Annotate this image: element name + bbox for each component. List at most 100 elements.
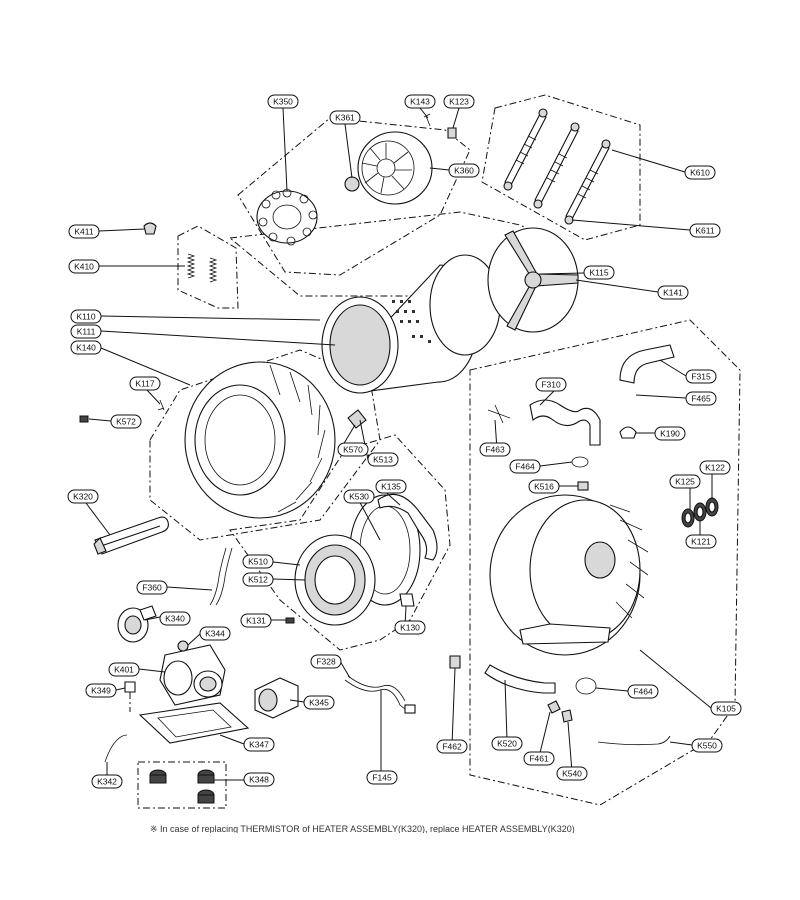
label-k540: K540: [556, 766, 588, 781]
label-k411: K411: [68, 224, 100, 239]
svg-text:K610: K610: [690, 168, 710, 178]
svg-text:K516: K516: [534, 482, 554, 492]
label-k111: K111: [70, 324, 102, 339]
label-k121: K121: [685, 534, 717, 549]
label-k347: K347: [243, 737, 275, 752]
svg-text:K141: K141: [663, 288, 683, 298]
label-k513: K513: [367, 452, 399, 467]
label-k141: K141: [657, 285, 689, 300]
label-k125: K125: [669, 474, 701, 489]
label-k611: K611: [689, 223, 721, 238]
label-k143: K143: [404, 94, 436, 109]
label-f465: F465: [685, 391, 717, 406]
callout-labels: K350 K361 K143 K123 K360 K610 K611 K411 …: [67, 94, 742, 789]
outline-spring-group: [177, 225, 239, 309]
stator-part: [256, 188, 318, 246]
label-k105: K105: [710, 701, 742, 716]
label-k530: K530: [343, 489, 375, 504]
svg-text:K190: K190: [660, 429, 680, 439]
rear-tub-part: [489, 494, 649, 656]
svg-text:F310: F310: [541, 380, 561, 390]
f360-hose-part: [209, 547, 227, 606]
svg-text:K350: K350: [273, 97, 293, 107]
label-k348: K348: [243, 772, 275, 787]
k520-hose-part: [484, 664, 556, 694]
label-k342: K342: [91, 774, 123, 789]
feet-parts: [149, 769, 215, 804]
spider-part: [429, 227, 579, 356]
bearing-parts: [681, 497, 719, 528]
label-k572: K572: [110, 414, 142, 429]
svg-text:K513: K513: [373, 455, 393, 465]
svg-text:K140: K140: [76, 343, 96, 353]
label-f461: F461: [523, 751, 555, 766]
label-f315: F315: [685, 369, 717, 384]
label-f464-upper: F464: [509, 459, 541, 474]
svg-text:K401: K401: [114, 665, 134, 675]
harness-part-2: [347, 675, 406, 702]
svg-text:K572: K572: [116, 417, 136, 427]
label-k550: K550: [691, 738, 723, 753]
svg-text:K117: K117: [135, 379, 154, 389]
label-f464-lower: F464: [627, 684, 659, 699]
outline-drum-group: [228, 211, 562, 297]
outline-damper-group: [481, 94, 641, 241]
hose-clamp-part: [347, 409, 367, 429]
svg-text:K570: K570: [343, 445, 363, 455]
k516-part: [577, 481, 589, 491]
svg-text:K115: K115: [589, 268, 608, 278]
f464-upper-clamp-part: [571, 456, 589, 468]
svg-text:K143: K143: [410, 97, 430, 107]
k540-part: [561, 709, 573, 723]
k190-part: [619, 426, 637, 439]
harness-part: [344, 679, 411, 714]
label-k570: K570: [337, 442, 369, 457]
label-k130: K130: [394, 620, 426, 635]
label-f328: F328: [310, 654, 342, 669]
label-k350: K350: [267, 94, 299, 109]
label-f310: F310: [535, 377, 567, 392]
svg-text:F360: F360: [142, 583, 162, 593]
screw-part: [285, 617, 295, 624]
spring-parts: [186, 253, 218, 283]
svg-text:F315: F315: [691, 372, 711, 382]
rotor-part: [357, 131, 433, 205]
tub-bolt-part: [157, 399, 165, 411]
label-k115: K115: [583, 265, 615, 280]
svg-text:K520: K520: [497, 739, 517, 749]
label-k349: K349: [85, 683, 117, 698]
svg-text:K344: K344: [205, 629, 225, 639]
label-k320: K320: [67, 489, 99, 504]
svg-text:K111: K111: [77, 327, 96, 337]
replacement-footnote: ※ In case of replacing THERMISTOR of HEA…: [150, 824, 575, 833]
label-k140: K140: [70, 340, 102, 355]
label-f360: F360: [136, 580, 168, 595]
svg-text:K342: K342: [97, 777, 117, 787]
rotor-nut-part: [344, 176, 360, 192]
svg-text:K135: K135: [381, 482, 401, 492]
drain-motor-part: [254, 677, 299, 719]
svg-text:K125: K125: [675, 477, 695, 487]
svg-text:F145: F145: [372, 773, 392, 783]
f360-hose-outline: [215, 547, 233, 606]
f310-hose-part: [529, 399, 601, 446]
svg-text:K512: K512: [248, 575, 268, 585]
label-k123: K123: [443, 94, 475, 109]
svg-text:K530: K530: [349, 492, 369, 502]
damper-parts: [503, 108, 611, 225]
label-k117: K117: [129, 376, 161, 391]
clip-part: [143, 222, 157, 235]
f464-lower-clamp-part: [575, 677, 597, 695]
heater-part: [93, 516, 169, 555]
svg-text:K105: K105: [716, 704, 736, 714]
svg-text:K348: K348: [249, 775, 269, 785]
bolt-part: [423, 113, 431, 127]
filter-housing-part: [159, 640, 226, 706]
pump-part: [117, 605, 157, 643]
label-k190: K190: [654, 426, 686, 441]
label-k345: K345: [303, 695, 335, 710]
bracket-part: [399, 593, 415, 607]
label-k520: K520: [491, 736, 523, 751]
door-ring-part: [294, 534, 376, 626]
